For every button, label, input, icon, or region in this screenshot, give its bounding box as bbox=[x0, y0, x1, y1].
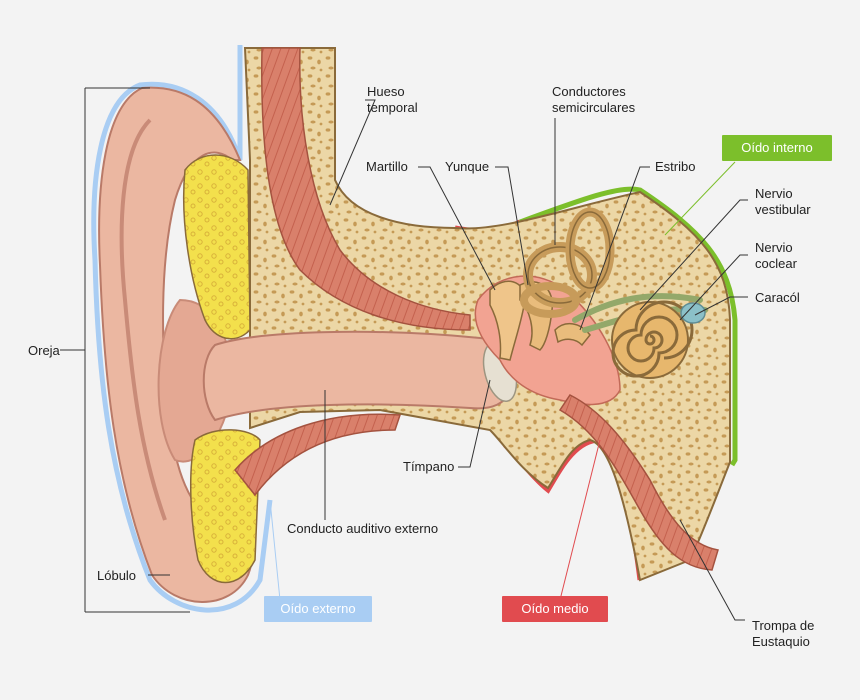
tag-oido-externo: Oído externo bbox=[264, 596, 372, 622]
stapes bbox=[554, 323, 591, 347]
label-oreja: Oreja bbox=[28, 343, 60, 358]
inner-ear-contour bbox=[519, 186, 738, 467]
temporal-muscle bbox=[261, 47, 471, 331]
label-trompa-eustaquio: Trompa de Eustaquio bbox=[752, 618, 815, 649]
label-timpano: Tímpano bbox=[403, 459, 455, 474]
label-nervio-coclear: Nervio coclear bbox=[755, 240, 797, 271]
label-conducto-auditivo: Conducto auditivo externo bbox=[287, 521, 439, 536]
tag-oido-interno: Oído interno bbox=[722, 135, 832, 161]
label-hueso-temporal: Hueso temporal bbox=[367, 84, 418, 115]
auricular-cartilage-lower bbox=[189, 429, 261, 584]
label-lobulo: Lóbulo bbox=[97, 568, 137, 583]
label-martillo: Martillo bbox=[366, 159, 408, 174]
label-nervio-vestibular: Nervio vestibular bbox=[755, 186, 811, 217]
cochlea bbox=[611, 300, 706, 379]
label-caracol: Caracól bbox=[755, 290, 800, 305]
malleus bbox=[489, 280, 526, 361]
auricle bbox=[98, 86, 254, 603]
eustachian-tube bbox=[558, 394, 719, 571]
lower-muscle bbox=[234, 413, 402, 497]
semicircular-canals bbox=[520, 207, 615, 318]
tag-oido-medio: Oído medio bbox=[502, 596, 608, 622]
auricular-cartilage-upper bbox=[182, 154, 251, 340]
leader-lines bbox=[60, 87, 748, 621]
label-estribo: Estribo bbox=[655, 159, 696, 174]
label-conductores-semicirculares: Conductores semicirculares bbox=[552, 84, 636, 115]
helix-fold bbox=[119, 118, 167, 521]
label-yunque: Yunque bbox=[445, 159, 490, 174]
ear-canal bbox=[202, 330, 514, 422]
outer-ear-contour bbox=[91, 45, 273, 613]
